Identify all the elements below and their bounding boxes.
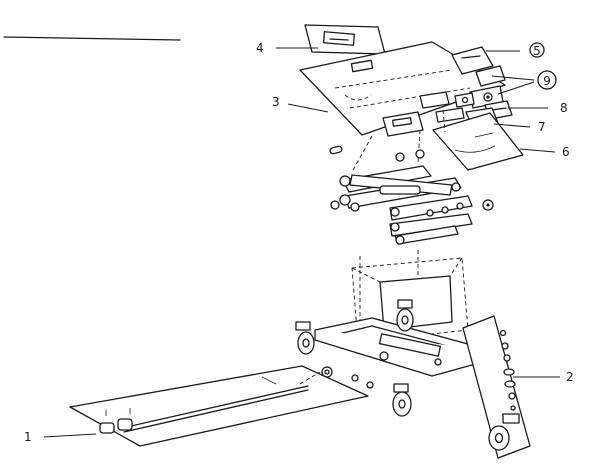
scissor-lift-arms <box>329 145 494 245</box>
callout-4-label: 4 <box>256 41 264 55</box>
guide <box>417 129 421 163</box>
callout-5-label: 5 <box>533 44 541 58</box>
guide <box>351 135 373 173</box>
part-5-plate <box>451 46 494 75</box>
callout-1: 1 <box>24 430 97 444</box>
part-2-caster-kit-panel <box>462 315 531 459</box>
caster-wheel-front-left <box>295 321 315 355</box>
callout-8: 8 <box>508 101 568 115</box>
callout-2-label: 2 <box>566 370 574 384</box>
part-4-top-plate <box>304 24 386 55</box>
clamp-brackets <box>382 91 465 137</box>
callout-3-label: 3 <box>272 95 280 109</box>
callout-3: 3 <box>272 95 329 113</box>
callout-9-label: 9 <box>543 74 551 88</box>
callout-7: 7 <box>493 120 546 134</box>
callout-6: 6 <box>519 145 570 159</box>
callout-7-label: 7 <box>538 120 546 134</box>
part-3-platform <box>299 41 506 136</box>
scan-line <box>3 36 181 41</box>
callout-5: 5 <box>486 42 545 58</box>
chassis-frame <box>314 317 491 377</box>
callout-2: 2 <box>513 370 574 384</box>
callout-4: 4 <box>256 41 318 55</box>
guide <box>442 109 446 133</box>
callout-9: 9 <box>491 70 557 95</box>
part-1-handle-panel <box>69 365 369 447</box>
callout-8-label: 8 <box>560 101 568 115</box>
caster-wheel-rear <box>396 299 414 332</box>
callout-6-label: 6 <box>562 145 570 159</box>
caster-wheel-front-right <box>392 383 412 417</box>
callout-1-label: 1 <box>24 430 32 444</box>
part-6-side-plate <box>432 112 524 171</box>
part-9-hardware <box>454 65 506 109</box>
